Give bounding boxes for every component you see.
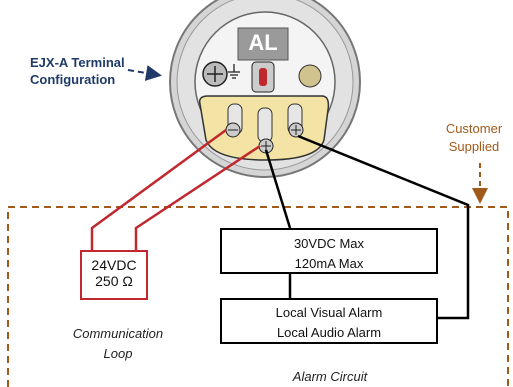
comm-line-1: Communication — [72, 326, 164, 341]
alarm-circuit-wires — [264, 134, 470, 320]
max-voltage: 30VDC Max — [293, 236, 365, 251]
alarm-audio: Local Audio Alarm — [276, 325, 382, 340]
ground-icon — [228, 64, 240, 79]
alarm-visual: Local Visual Alarm — [275, 305, 383, 320]
max-current: 120mA Max — [294, 256, 364, 271]
max-rating-box: 30VDC Max 120mA Max — [220, 228, 438, 274]
power-resistance: 250 Ω — [95, 273, 133, 289]
power-supply-box: 24VDC 250 Ω — [80, 250, 148, 300]
alarm-circuit-label: Alarm Circuit — [292, 369, 368, 384]
customer-supplied-label: Customer Supplied — [438, 120, 510, 156]
communication-loop-label: Communication Loop — [58, 324, 178, 364]
power-voltage: 24VDC — [91, 257, 137, 273]
housing-badge-label: AL — [248, 30, 278, 55]
customer-line-1: Customer — [445, 121, 503, 136]
title-line-2: Configuration — [30, 72, 116, 87]
local-alarm-box: Local Visual Alarm Local Audio Alarm — [220, 298, 438, 344]
customer-line-2: Supplied — [448, 139, 500, 154]
housing-badge — [237, 27, 289, 61]
customer-supplied-border — [7, 206, 509, 387]
title-line-1: EJX-A Terminal — [30, 55, 125, 70]
communication-loop-wires — [90, 128, 261, 250]
terminal-housing — [169, 0, 361, 178]
comm-line-2: Loop — [103, 346, 133, 361]
configuration-title: EJX-A Terminal Configuration — [30, 54, 125, 88]
title-pointer-arrow — [127, 65, 162, 81]
